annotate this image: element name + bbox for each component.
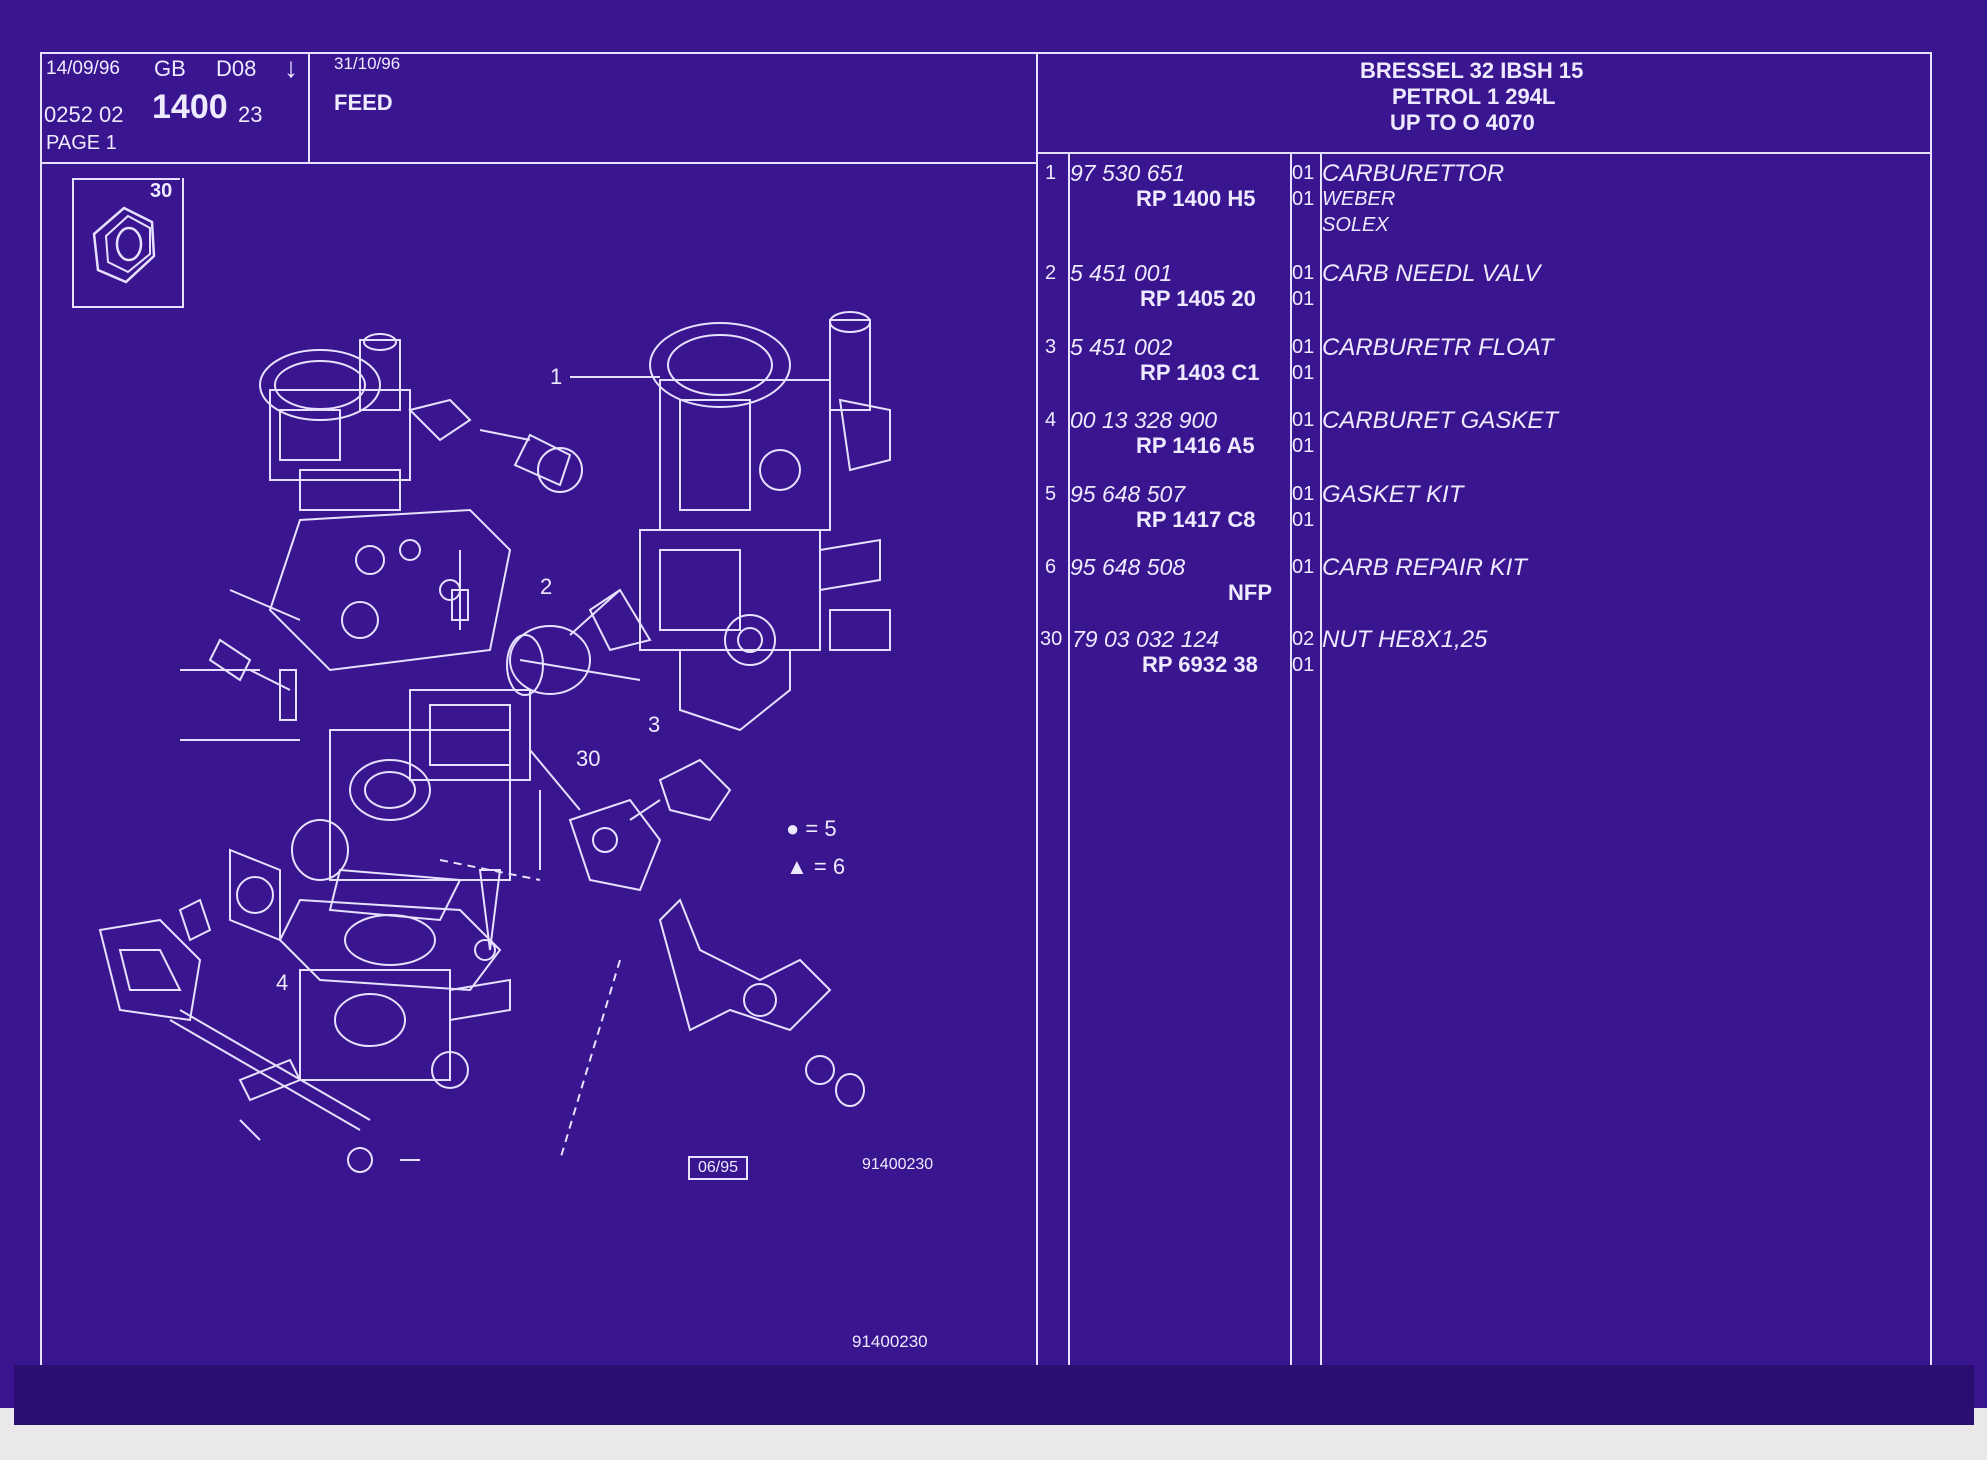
header-date-left: 14/09/96 <box>46 58 120 79</box>
column-desc-left <box>1320 152 1322 1368</box>
part-ref: 95 648 508 <box>1070 554 1186 580</box>
legend-triangle: ▲ = 6 <box>786 854 846 879</box>
part-no: 1 <box>1045 162 1057 184</box>
header-title-line3: UP TO O 4070 <box>1390 110 1535 135</box>
header-ref-prefix: 0252 02 <box>44 102 124 127</box>
column-ref-left <box>1068 152 1070 1368</box>
drawing-ref-bottom: 91400230 <box>852 1332 928 1351</box>
frame-left <box>40 52 42 1370</box>
part-no: 2 <box>1045 262 1057 284</box>
inset-box <box>72 178 184 308</box>
part-qty: 01 <box>1292 336 1315 358</box>
header-title-line1: BRESSEL 32 IBSH 15 <box>1360 58 1584 83</box>
part-qty: 01 <box>1292 483 1315 505</box>
header-title-line2: PETROL 1 294L <box>1392 84 1556 109</box>
nut-icon <box>92 206 156 284</box>
part-desc: CARBURETR FLOAT <box>1322 334 1554 361</box>
header-lang: GB <box>154 56 186 81</box>
part-desc: GASKET KIT <box>1322 481 1464 508</box>
header-page: PAGE 1 <box>46 132 117 154</box>
part-desc: NUT HE8X1,25 <box>1322 626 1488 653</box>
header-code: D08 <box>216 56 257 81</box>
part-rp: RP 1400 H5 <box>1136 186 1256 211</box>
part-rp: RP 1405 20 <box>1140 286 1256 311</box>
part-qty: 01 <box>1292 362 1315 384</box>
parts-sheet: 14/09/96 GB D08 ↓ 0252 02 1400 23 PAGE 1… <box>0 0 1987 1408</box>
part-desc-variant: SOLEX <box>1322 214 1389 236</box>
header-section: FEED <box>334 90 393 115</box>
part-qty: 01 <box>1292 654 1315 676</box>
down-arrow-icon: ↓ <box>284 52 298 83</box>
inset-top-line <box>72 178 180 180</box>
part-qty: 01 <box>1292 262 1315 284</box>
part-no: 5 <box>1045 483 1057 505</box>
callout-2: 2 <box>540 574 553 599</box>
part-rp: RP 1417 C8 <box>1136 507 1256 532</box>
column-qty-left <box>1290 152 1292 1368</box>
frame-top <box>40 52 1930 54</box>
sheet-bottom-edge <box>14 1365 1974 1425</box>
part-ref: 95 648 507 <box>1070 481 1186 507</box>
part-rp: RP 1403 C1 <box>1140 360 1260 385</box>
date-box: 06/95 <box>688 1156 749 1180</box>
part-qty: 01 <box>1292 162 1315 184</box>
part-qty: 01 <box>1292 509 1315 531</box>
part-qty: 01 <box>1292 435 1315 457</box>
part-ref: 79 03 032 124 <box>1072 626 1220 652</box>
part-ref: 97 530 651 <box>1070 160 1186 186</box>
callout-30: 30 <box>576 746 601 771</box>
part-no: 4 <box>1045 409 1057 431</box>
part-rp: RP 6932 38 <box>1142 652 1258 677</box>
part-desc: CARBURET GASKET <box>1322 407 1559 434</box>
callout-1: 1 <box>550 364 563 389</box>
part-qty: 01 <box>1292 288 1315 310</box>
vertical-split-main <box>1036 52 1038 1370</box>
part-qty: 01 <box>1292 556 1315 578</box>
callout-4: 4 <box>276 970 289 995</box>
part-qty: 01 <box>1292 188 1315 210</box>
inset-number: 30 <box>150 180 173 202</box>
part-ref: 5 451 001 <box>1070 260 1173 286</box>
header-divider-right <box>1036 152 1930 154</box>
part-ref: 5 451 002 <box>1070 334 1173 360</box>
part-desc: CARB REPAIR KIT <box>1322 554 1527 581</box>
frame-right <box>1930 52 1932 1370</box>
part-no: 30 <box>1040 628 1063 650</box>
header-ref-main: 1400 <box>152 88 228 126</box>
part-rp: RP 1416 A5 <box>1136 433 1255 458</box>
part-ref: 00 13 328 900 <box>1070 407 1218 433</box>
drawing-ref-mid: 91400230 <box>862 1156 934 1173</box>
part-rp: NFP <box>1228 580 1272 605</box>
part-no: 6 <box>1045 556 1057 578</box>
part-no: 3 <box>1045 336 1057 358</box>
legend-circle: ● = 5 <box>786 816 837 841</box>
header-divider-left <box>40 162 1036 164</box>
part-qty: 01 <box>1292 409 1315 431</box>
header-ref-suffix: 23 <box>238 102 263 127</box>
vertical-split-header <box>308 52 310 164</box>
part-desc-variant: WEBER <box>1322 188 1396 210</box>
callout-3: 3 <box>648 712 661 737</box>
part-desc: CARB NEEDL VALV <box>1322 260 1541 287</box>
part-desc: CARBURETTOR <box>1322 160 1505 187</box>
part-qty: 02 <box>1292 628 1315 650</box>
carburettor-exploded-drawing <box>98 311 891 1173</box>
header-date-right: 31/10/96 <box>334 54 401 73</box>
